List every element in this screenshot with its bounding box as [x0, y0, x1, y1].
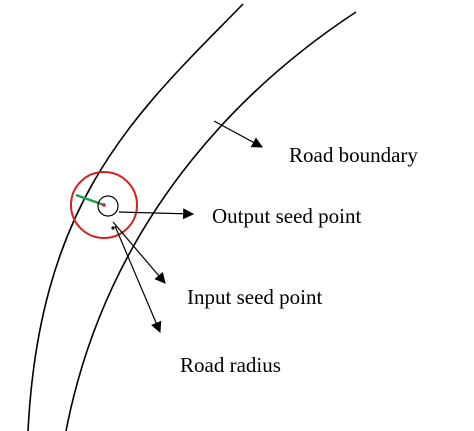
- radius-line: [75, 193, 105, 207]
- road-boundary-label: Road boundary: [289, 143, 418, 167]
- road-boundary-outer-curve: [65, 11, 357, 431]
- input-seed-dot: [111, 226, 115, 230]
- road-boundary-arrow: [213, 120, 263, 148]
- seed-center-dot: [102, 203, 106, 207]
- output-seed-point-label: Output seed point: [212, 204, 361, 228]
- search-circle: [70, 171, 138, 239]
- road-radius-label: Road radius: [180, 353, 281, 377]
- output-seed-point-arrow: [118, 208, 195, 220]
- output-seed-circle: [97, 195, 119, 217]
- road-boundary-inner-curve: [27, 3, 244, 431]
- input-seed-point-label: Input seed point: [187, 285, 322, 309]
- road-radius-arrow: [114, 225, 162, 334]
- input-seed-point-arrow: [112, 221, 166, 284]
